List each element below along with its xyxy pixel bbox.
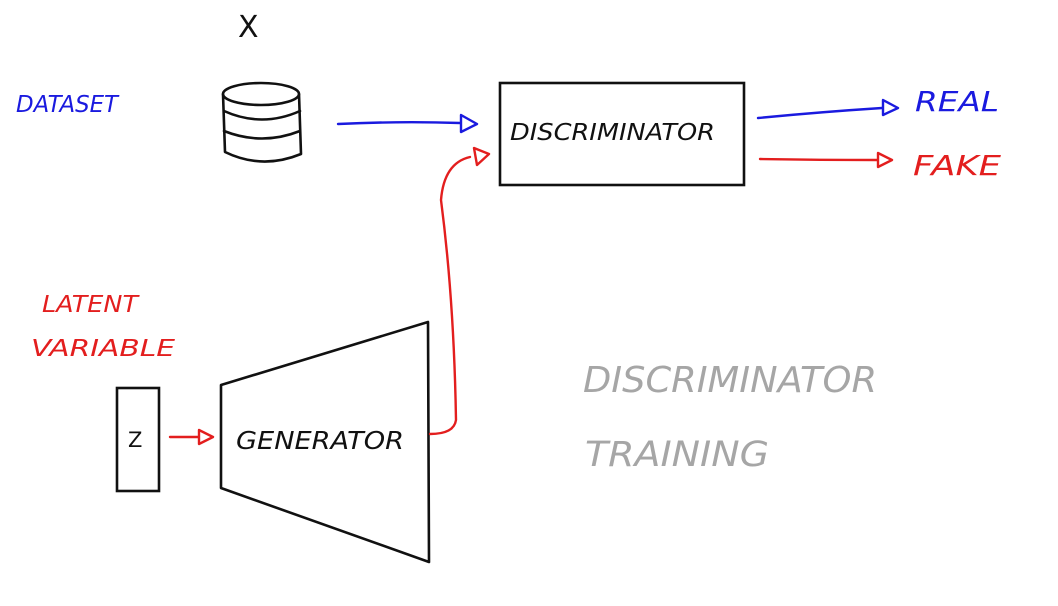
fake-output-arrow (758, 151, 894, 169)
database-icon (221, 81, 303, 163)
dataset-label: DATASET (16, 92, 120, 118)
z-label: Z (128, 428, 142, 452)
fake-label: FAKE (913, 149, 1001, 182)
latent-variable-label-line2: VARIABLE (31, 336, 176, 362)
discriminator-label: DISCRIMINATOR (510, 120, 715, 146)
latent-variable-label-line1: LATENT (42, 292, 140, 318)
real-label: REAL (915, 85, 999, 118)
z-box (115, 386, 161, 493)
generator-trapezoid (219, 320, 431, 564)
caption-line2: TRAINING (585, 435, 769, 475)
real-output-arrow (756, 98, 900, 120)
generator-label: GENERATOR (236, 426, 404, 455)
generator-to-discriminator-arrow (428, 146, 491, 436)
dataset-symbol: X (238, 10, 259, 45)
discriminator-box (498, 81, 746, 187)
caption-line1: DISCRIMINATOR (583, 360, 877, 401)
z-to-generator-arrow (168, 428, 215, 446)
dataset-to-discriminator-arrow (336, 113, 479, 134)
